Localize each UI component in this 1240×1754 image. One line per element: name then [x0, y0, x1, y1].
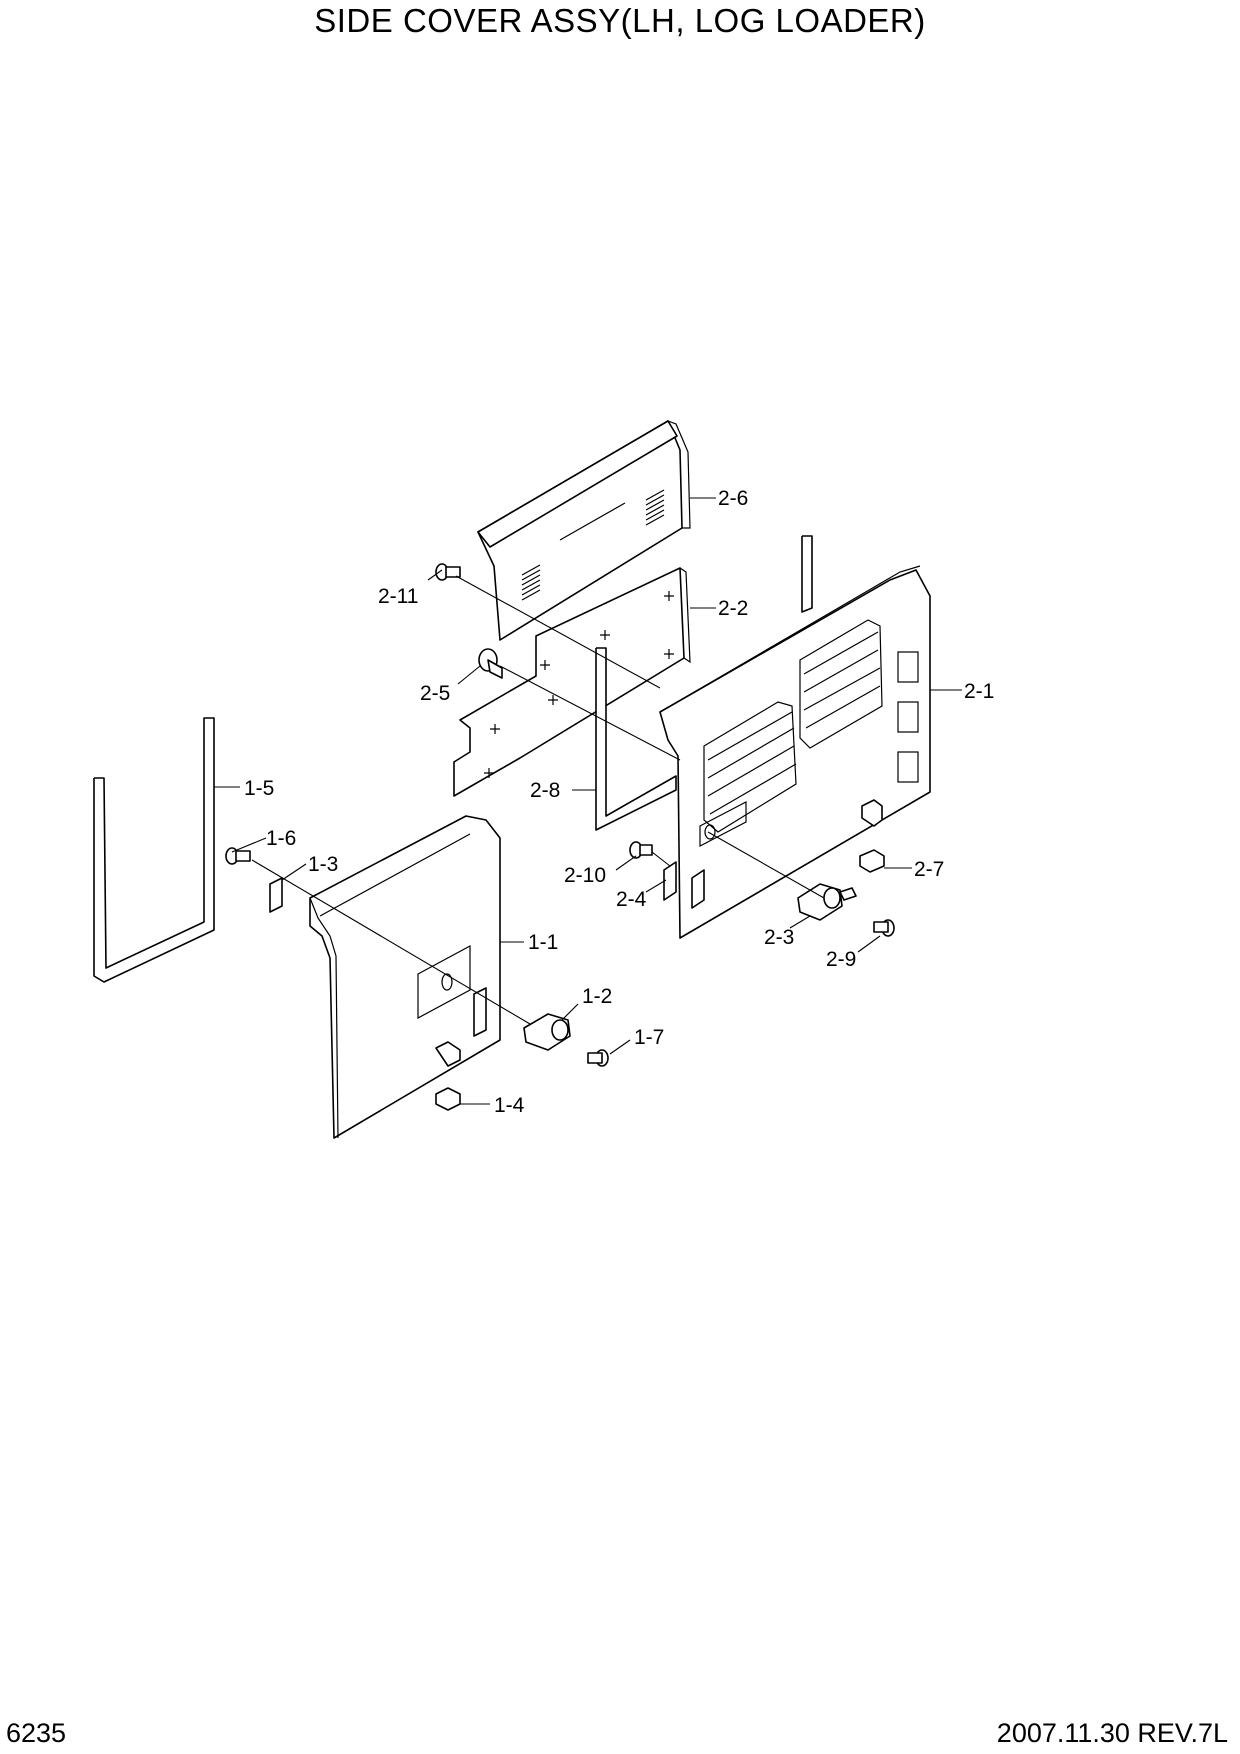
part-2-9-bolt	[873, 919, 895, 937]
page-title: SIDE COVER ASSY(LH, LOG LOADER)	[314, 2, 926, 39]
callout-2-2: 2-2	[718, 597, 748, 620]
page-number: 6235	[6, 1718, 67, 1748]
part-1-3-striker	[269, 877, 283, 913]
part-2-4-latch-bracket	[663, 861, 705, 909]
part-1-6-bolt	[225, 847, 251, 865]
callout-1-1: 1-1	[528, 931, 558, 954]
callout-2-10: 2-10	[564, 864, 606, 887]
part-1-5-seal	[93, 717, 215, 983]
part-2-6-top-panel	[477, 420, 691, 641]
part-1-1-door-panel	[309, 815, 501, 1139]
part-1-2-lock	[523, 1013, 571, 1051]
part-1-4-nut	[435, 1087, 461, 1111]
callout-1-4: 1-4	[494, 1094, 525, 1117]
part-2-11-bolt	[435, 563, 461, 581]
callout-leaders	[214, 497, 962, 1105]
assembly-guide-lines	[251, 575, 825, 1025]
part-2-10-bolt	[629, 841, 653, 859]
part-2-8-seal	[595, 535, 813, 831]
callout-2-4: 2-4	[616, 888, 647, 911]
callout-1-6: 1-6	[266, 827, 296, 850]
callout-1-2: 1-2	[582, 985, 612, 1008]
callout-2-3: 2-3	[764, 926, 794, 949]
callout-2-6: 2-6	[718, 487, 748, 510]
part-2-1-side-cover	[659, 565, 931, 939]
callout-2-1: 2-1	[964, 680, 994, 703]
callout-2-9: 2-9	[826, 948, 856, 971]
callout-2-8: 2-8	[530, 779, 560, 802]
callout-1-5: 1-5	[244, 777, 274, 800]
callout-2-11: 2-11	[378, 585, 418, 608]
part-1-7-bolt	[587, 1049, 609, 1067]
part-2-5-plug	[478, 648, 503, 679]
callout-2-5: 2-5	[420, 682, 450, 705]
callout-2-7: 2-7	[914, 858, 944, 881]
callout-1-7: 1-7	[634, 1026, 664, 1049]
part-2-7-nut	[859, 799, 885, 873]
part-2-2-inner-plate	[453, 567, 691, 797]
part-2-3-lock	[797, 883, 857, 921]
callout-labels: 2-6 2-11 2-2 2-5 2-1 1-5 2-8 1-6 1-3 2-1…	[244, 487, 994, 1117]
revision-date: 2007.11.30 REV.7L	[996, 1718, 1228, 1748]
callout-1-3: 1-3	[308, 853, 338, 876]
